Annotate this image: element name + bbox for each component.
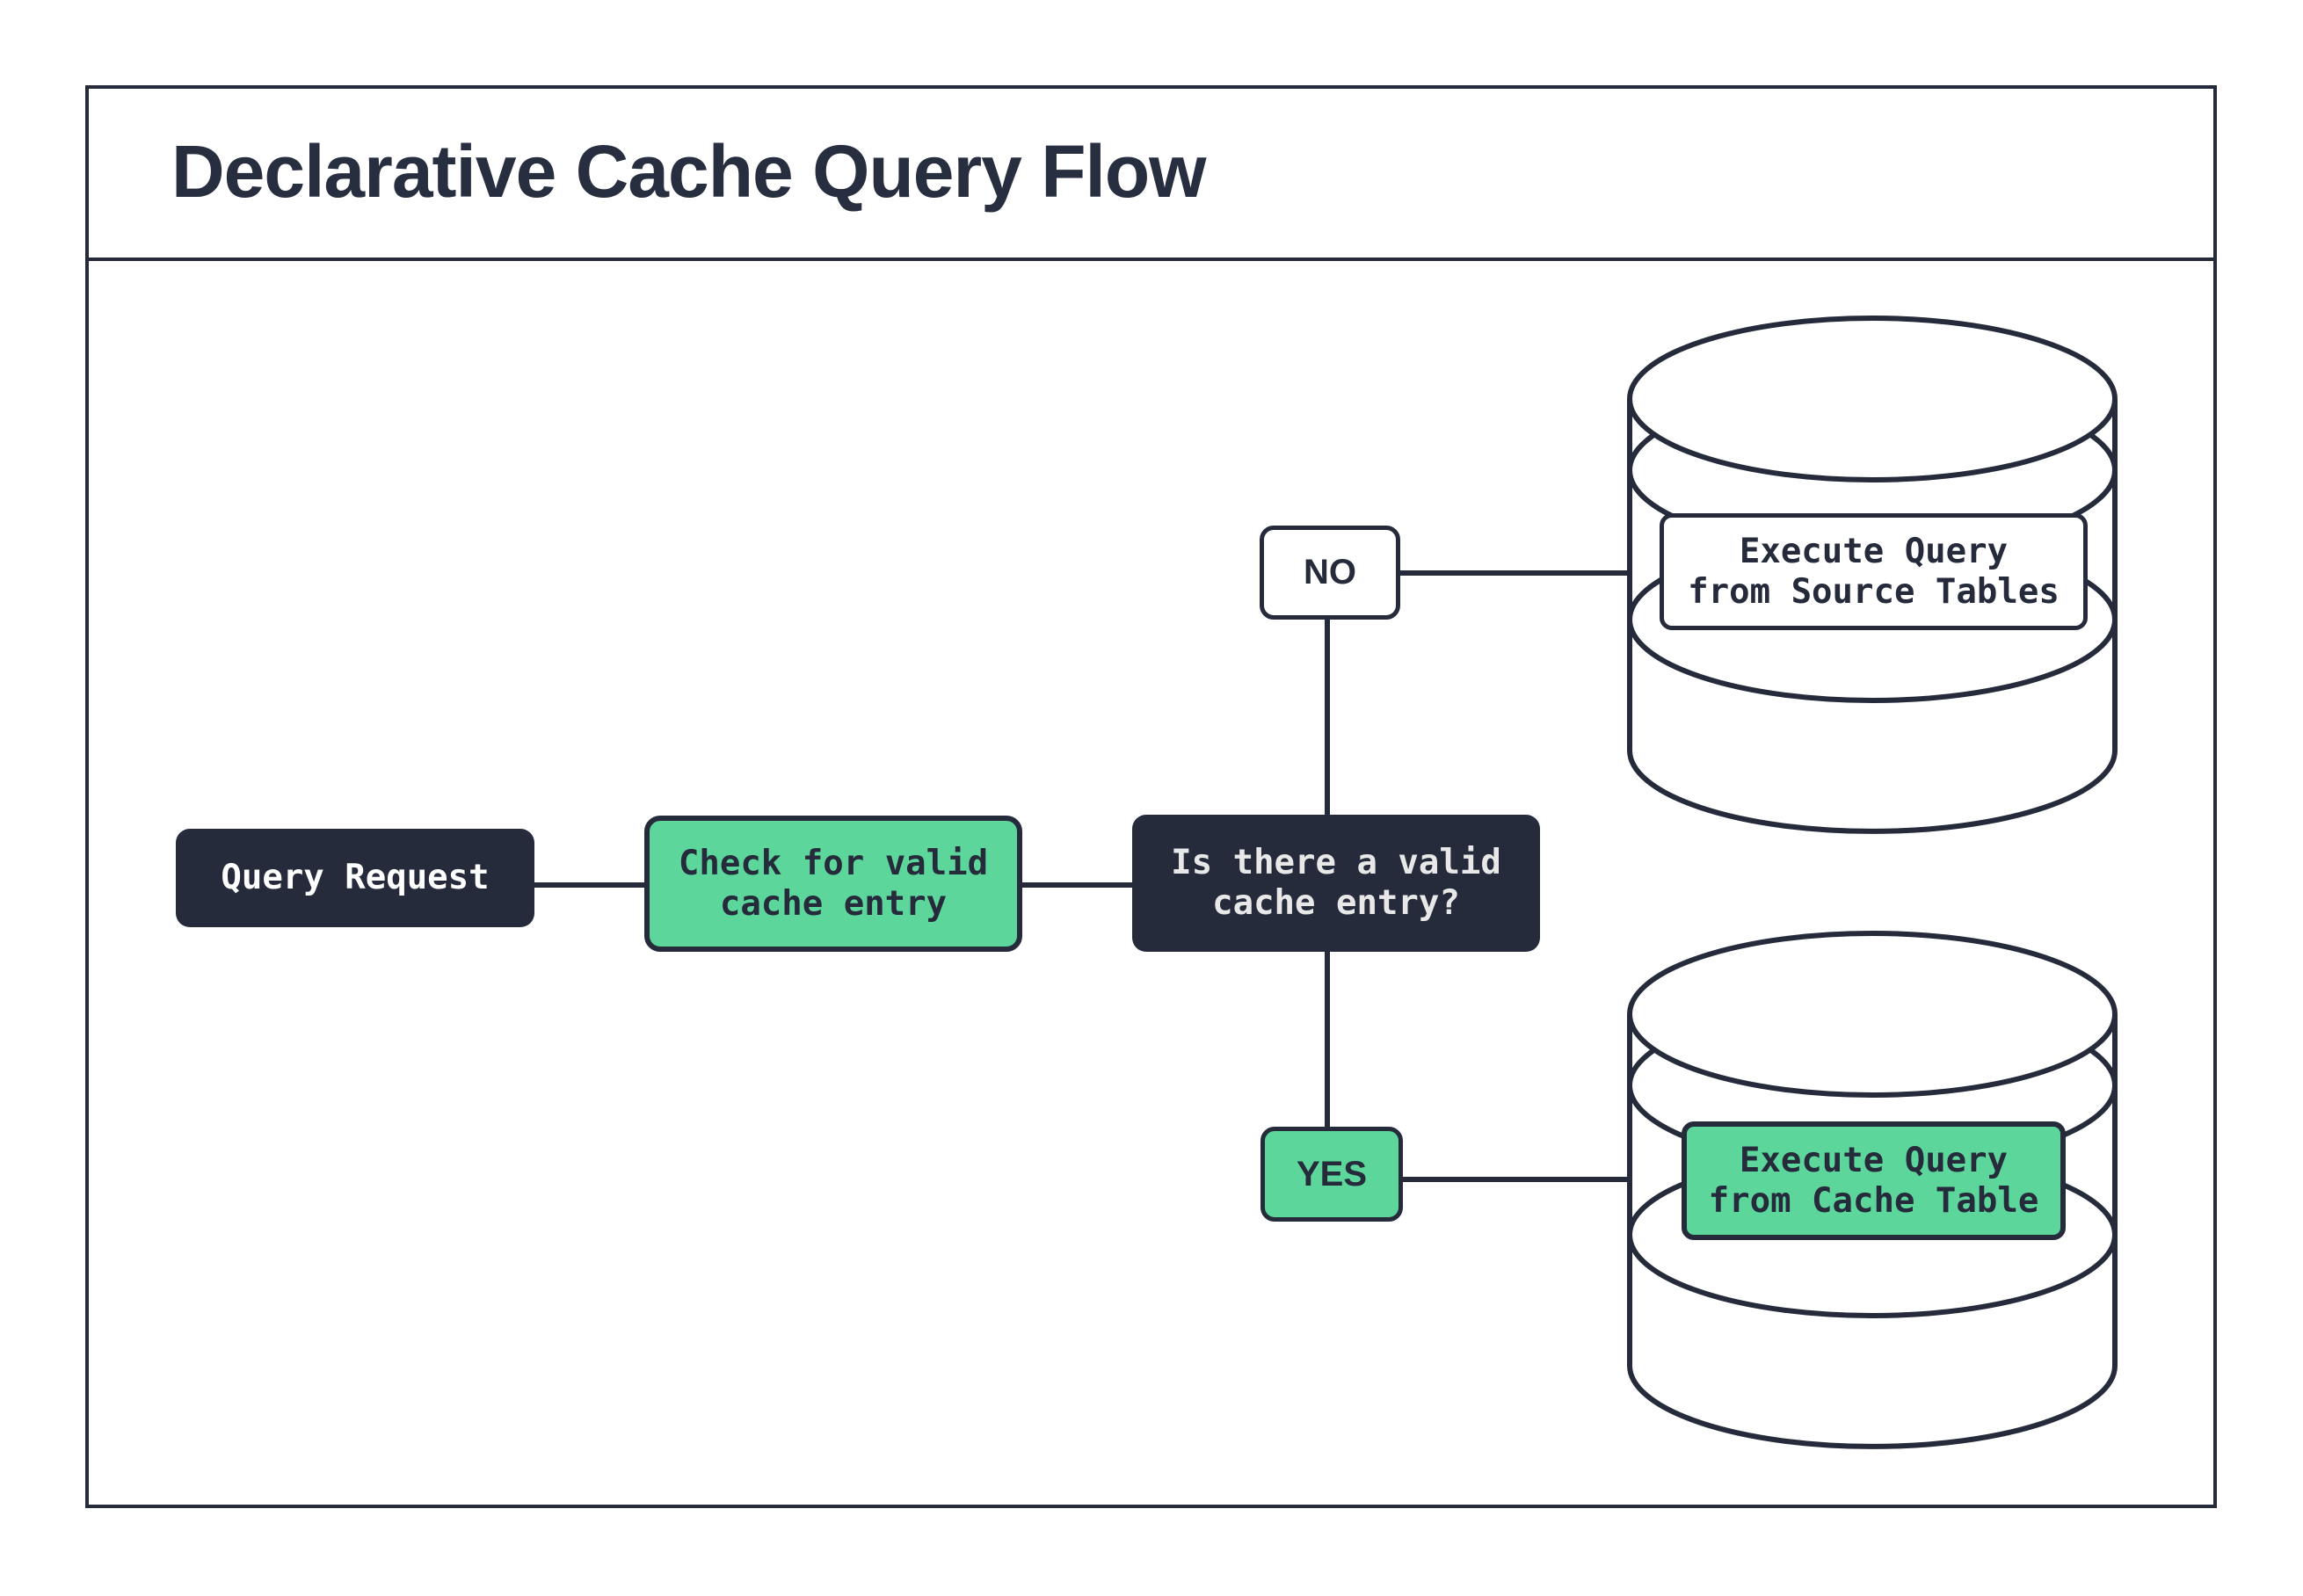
query-request-node: Query Request [176,829,534,927]
execute-cache-table-node: Execute Query from Cache Table [1682,1121,2066,1240]
title-bar: Declarative Cache Query Flow [85,85,2217,261]
execute-source-tables-node: Execute Query from Source Tables [1660,513,2088,630]
cache-valid-decision-node: Is there a valid cache entry? [1132,815,1540,952]
no-edge-label: NO [1260,526,1400,620]
page-title: Declarative Cache Query Flow [171,129,1207,213]
yes-edge-label: YES [1260,1127,1403,1222]
diagram-frame [85,85,2217,1508]
check-cache-node: Check for valid cache entry [644,816,1022,952]
